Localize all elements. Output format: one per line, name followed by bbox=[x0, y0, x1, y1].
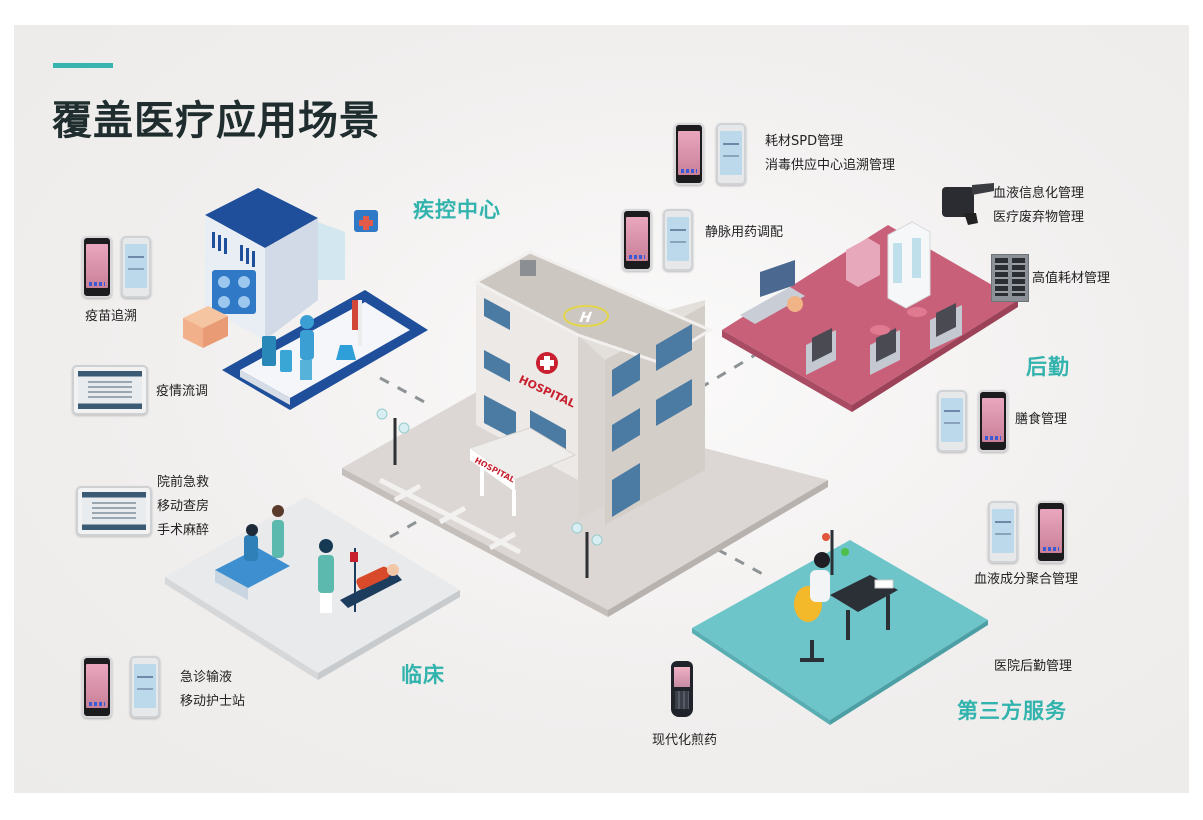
cdc-item-epidemic-survey: 疫情流调 bbox=[156, 384, 209, 399]
section-label-cdc: 疾控中心 bbox=[413, 198, 501, 222]
connector-logistics bbox=[699, 350, 761, 390]
connector-clinical bbox=[389, 518, 421, 539]
page-title: 覆盖医疗应用场景 bbox=[52, 98, 380, 144]
cdc-item-vaccine-trace: 疫苗追溯 bbox=[85, 309, 138, 324]
third-party-item-hospital-logistics: 医院后勤管理 bbox=[994, 659, 1073, 674]
logistics-item-high-value: 高值耗材管理 bbox=[1032, 271, 1111, 286]
android-phone-icon bbox=[82, 236, 112, 298]
logistics-platform bbox=[722, 221, 1018, 412]
logistics-item-catering: 膳食管理 bbox=[1015, 412, 1068, 427]
tablet-icon bbox=[72, 365, 148, 415]
clinical-item-group-2: 急诊输液 移动护士站 bbox=[180, 670, 246, 709]
third-party-item-decoction: 现代化煎药 bbox=[652, 733, 718, 748]
clinical-item-group-1: 院前急救 移动查房 手术麻醉 bbox=[157, 475, 210, 538]
app-phone-icon bbox=[716, 123, 746, 185]
third-party-item-blood-components: 血液成分聚合管理 bbox=[974, 572, 1079, 587]
android-phone-icon bbox=[978, 390, 1008, 452]
svg-text:H: H bbox=[577, 310, 594, 325]
android-phone-icon bbox=[674, 123, 704, 185]
app-phone-icon bbox=[988, 501, 1018, 563]
smart-cabinet-icon bbox=[991, 254, 1029, 302]
clinical-platform bbox=[165, 497, 460, 680]
title-accent-line bbox=[53, 63, 113, 68]
android-phone-icon bbox=[1036, 501, 1066, 563]
logistics-item-spd: 耗材SPD管理 消毒供应中心追溯管理 bbox=[765, 134, 896, 173]
connector-third-party bbox=[699, 538, 771, 580]
android-phone-icon bbox=[82, 656, 112, 718]
handheld-scanner-icon bbox=[671, 661, 693, 717]
cdc-platform bbox=[183, 188, 428, 410]
app-phone-icon bbox=[121, 236, 151, 298]
street-lamps bbox=[376, 408, 603, 578]
connector-cdc bbox=[379, 376, 431, 407]
app-phone-icon bbox=[663, 209, 693, 271]
logistics-item-iv-dispensing: 静脉用药调配 bbox=[705, 225, 784, 240]
section-label-third-party: 第三方服务 bbox=[957, 699, 1067, 723]
tablet-icon bbox=[76, 486, 152, 536]
hospital-building: H HOSPITAL HOSPITAL bbox=[468, 250, 714, 525]
logistics-item-blood-waste: 血液信息化管理 医疗废弃物管理 bbox=[993, 186, 1085, 225]
android-phone-icon bbox=[622, 209, 652, 271]
app-phone-icon bbox=[130, 656, 160, 718]
third-party-platform bbox=[692, 530, 988, 725]
app-phone-icon bbox=[937, 390, 967, 452]
section-label-logistics: 后勤 bbox=[1026, 355, 1070, 379]
section-label-clinical: 临床 bbox=[401, 663, 445, 687]
rfid-gun-device bbox=[942, 183, 994, 225]
